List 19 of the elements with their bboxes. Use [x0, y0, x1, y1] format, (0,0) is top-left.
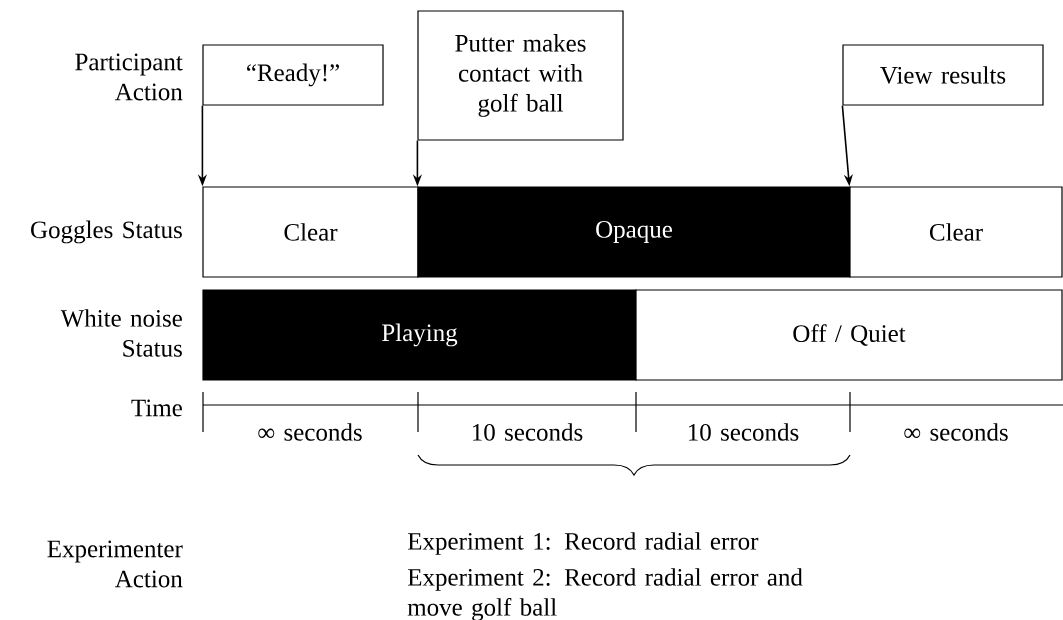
callout-box: Putter makes contact with golf ball — [417, 10, 624, 141]
status-segment: Playing — [202, 289, 637, 381]
note-text: Experiment 1: Record radial error — [407, 532, 759, 555]
row-label: Participant Action — [75, 53, 183, 101]
duration-label: ∞ seconds — [904, 423, 1008, 441]
duration-label: 10 seconds — [472, 423, 583, 441]
status-segment: Clear — [202, 186, 419, 278]
row-label: Goggles Status — [31, 220, 182, 244]
callout-box: “Ready!” — [202, 44, 384, 106]
row-label: Time — [131, 399, 182, 417]
status-segment: Clear — [849, 186, 1063, 278]
row-label: Experimenter Action — [47, 540, 183, 588]
duration-label: ∞ seconds — [258, 423, 362, 441]
callout-box: View results — [842, 44, 1044, 106]
duration-label: 10 seconds — [688, 423, 799, 441]
status-segment: Opaque — [417, 186, 851, 278]
note-text: Experiment 2: Record radial error and move golf ball — [407, 568, 803, 620]
row-label: White noise Status — [60, 309, 182, 357]
status-segment: Off / Quiet — [635, 289, 1063, 381]
